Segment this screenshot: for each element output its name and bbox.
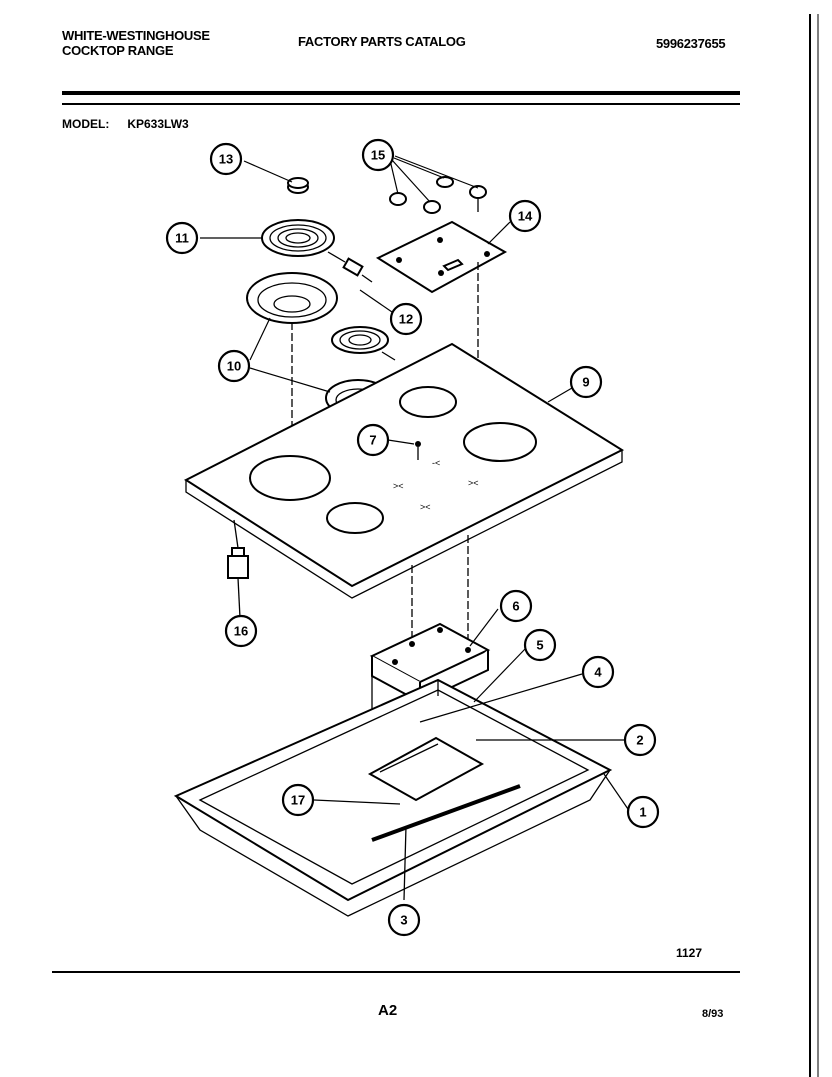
terminal-block-part (342, 257, 373, 283)
svg-text:5: 5 (536, 638, 543, 653)
model-value: KP633LW3 (127, 117, 189, 131)
callout-3: 3 (387, 903, 421, 937)
svg-text:4: 4 (594, 665, 602, 680)
brand-block: WHITE-WESTINGHOUSE COCKTOP RANGE (62, 28, 210, 58)
support-plate-part (367, 736, 485, 802)
svg-text:15: 15 (371, 148, 385, 163)
callout-1: 1 (626, 795, 660, 829)
callout-17: 17 (281, 783, 315, 817)
drawing-number: 1127 (676, 946, 703, 960)
svg-text:6: 6 (512, 599, 519, 614)
header-rule-thin (62, 103, 740, 105)
model-label: MODEL: (62, 117, 110, 131)
callout-2: 2 (623, 723, 657, 757)
svg-text:11: 11 (175, 231, 189, 246)
svg-text:><: >< (420, 502, 431, 512)
heating-element-small-part (331, 326, 396, 361)
drip-pan-large-part (246, 272, 338, 480)
callout-10: 10 (217, 349, 251, 383)
svg-text:><: >< (468, 478, 479, 488)
callout-9: 9 (569, 365, 603, 399)
svg-text:17: 17 (291, 793, 305, 808)
svg-text:-<: -< (432, 458, 440, 468)
leader-lines (200, 155, 631, 910)
svg-text:><: >< (393, 481, 404, 491)
svg-text:7: 7 (369, 433, 376, 448)
svg-text:3: 3 (400, 913, 407, 928)
product-name: COCKTOP RANGE (62, 43, 174, 58)
bottom-box-part (173, 678, 613, 917)
header-rule-thick (62, 91, 740, 95)
callout-15: 15 (361, 138, 395, 172)
callout-5: 5 (523, 628, 557, 662)
revision-date: 8/93 (702, 1008, 724, 1020)
callout-13: 13 (209, 142, 243, 176)
bracket-clip-part (227, 519, 249, 619)
svg-text:2: 2 (636, 733, 643, 748)
model-line: MODEL: KP633LW3 (62, 117, 207, 131)
brand-name: WHITE-WESTINGHOUSE (62, 28, 210, 43)
callout-11: 11 (165, 221, 199, 255)
callout-6: 6 (499, 589, 533, 623)
control-knobs-part (389, 176, 487, 214)
svg-text:16: 16 (234, 624, 248, 639)
cooktop-top-part: >< >< >< -< (183, 342, 625, 599)
callout-4: 4 (581, 655, 615, 689)
svg-text:1: 1 (639, 805, 646, 820)
heating-element-coil-part (261, 219, 346, 263)
page-number: A2 (378, 1002, 398, 1019)
svg-text:9: 9 (582, 375, 589, 390)
callout-7: 7 (356, 423, 390, 457)
control-panel-part (375, 220, 508, 480)
svg-text:14: 14 (518, 209, 533, 224)
catalog-number: 5996237655 (656, 36, 726, 51)
knob-cap-part (287, 177, 309, 194)
support-rod-part (371, 784, 521, 901)
callout-16: 16 (224, 614, 258, 648)
svg-text:12: 12 (399, 312, 413, 327)
svg-text:13: 13 (219, 152, 233, 167)
callout-12: 12 (389, 302, 423, 336)
footer-rule (52, 971, 740, 973)
svg-text:10: 10 (227, 359, 241, 374)
callout-14: 14 (508, 199, 542, 233)
catalog-title: FACTORY PARTS CATALOG (298, 34, 466, 49)
